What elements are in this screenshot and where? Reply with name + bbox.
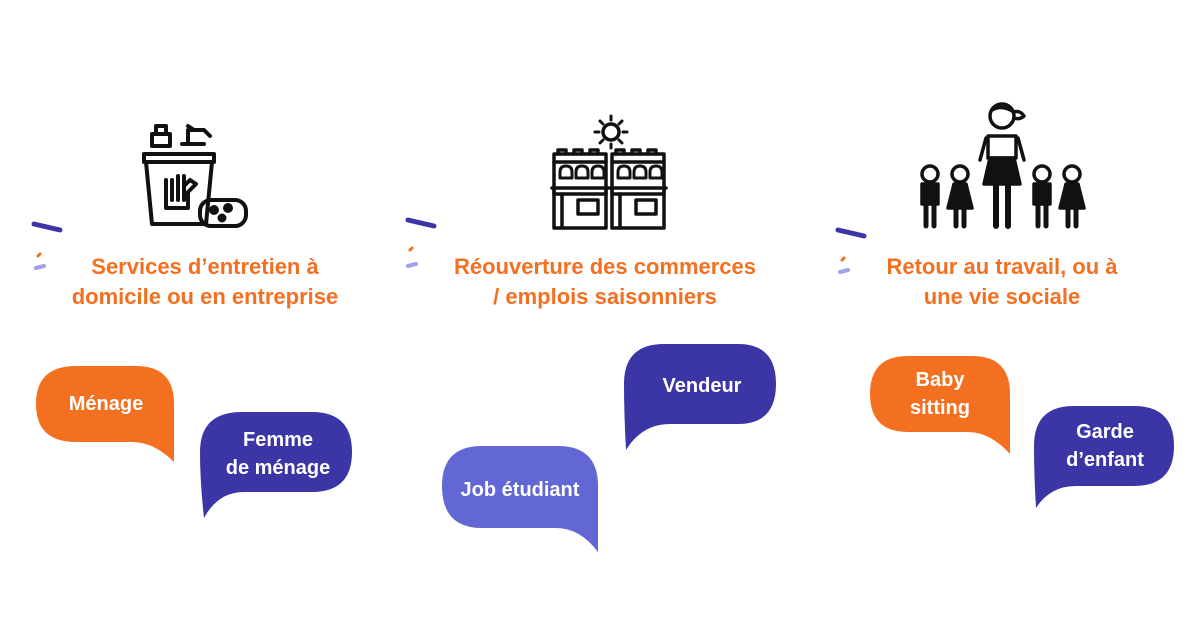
deco-dash-2 — [405, 217, 437, 268]
bubble-vendeur-label: Vendeur — [662, 375, 742, 397]
column-3-title-line-2: une vie sociale — [923, 284, 1081, 309]
bubble-garde-denfant: Garde d’enfant — [1034, 406, 1174, 510]
bubble-baby-sitting: Baby sitting — [870, 356, 1012, 456]
cleaning-bucket-icon — [138, 120, 250, 232]
column-3-title: Retour au travail, ou à une vie sociale — [852, 252, 1152, 312]
adult-with-children-icon — [914, 100, 1090, 232]
deco-dash-3 — [835, 227, 867, 274]
column-2-title: Réouverture des commerces / emplois sais… — [420, 252, 790, 312]
column-1-title-line-1: Services d’entretien à — [91, 254, 319, 279]
bubble-job-etudiant-label: Job étudiant — [460, 479, 580, 501]
column-1-title: Services d’entretien à domicile ou en en… — [40, 252, 370, 312]
shops-sun-icon — [550, 114, 668, 232]
bubble-menage: Ménage — [36, 366, 176, 466]
column-2-title-line-1: Réouverture des commerces — [453, 254, 757, 279]
deco-dash-1 — [31, 221, 63, 270]
bubble-menage-label: Ménage — [68, 393, 144, 415]
bubble-femme-de-menage: Femme de ménage — [200, 412, 352, 520]
column-2-title-line-2: / emplois saisonniers — [493, 284, 717, 309]
bubble-job-etudiant: Job étudiant — [442, 446, 600, 554]
bubble-femme-de-menage-label: Femme de ménage — [225, 429, 331, 479]
column-1-title-line-2: domicile ou en entreprise — [71, 284, 339, 309]
column-3-title-line-1: Retour au travail, ou à — [886, 254, 1118, 279]
bubble-baby-sitting-label: Baby sitting — [910, 369, 970, 419]
bubble-vendeur: Vendeur — [624, 344, 776, 452]
bubble-garde-denfant-label: Garde d’enfant — [1066, 421, 1144, 471]
